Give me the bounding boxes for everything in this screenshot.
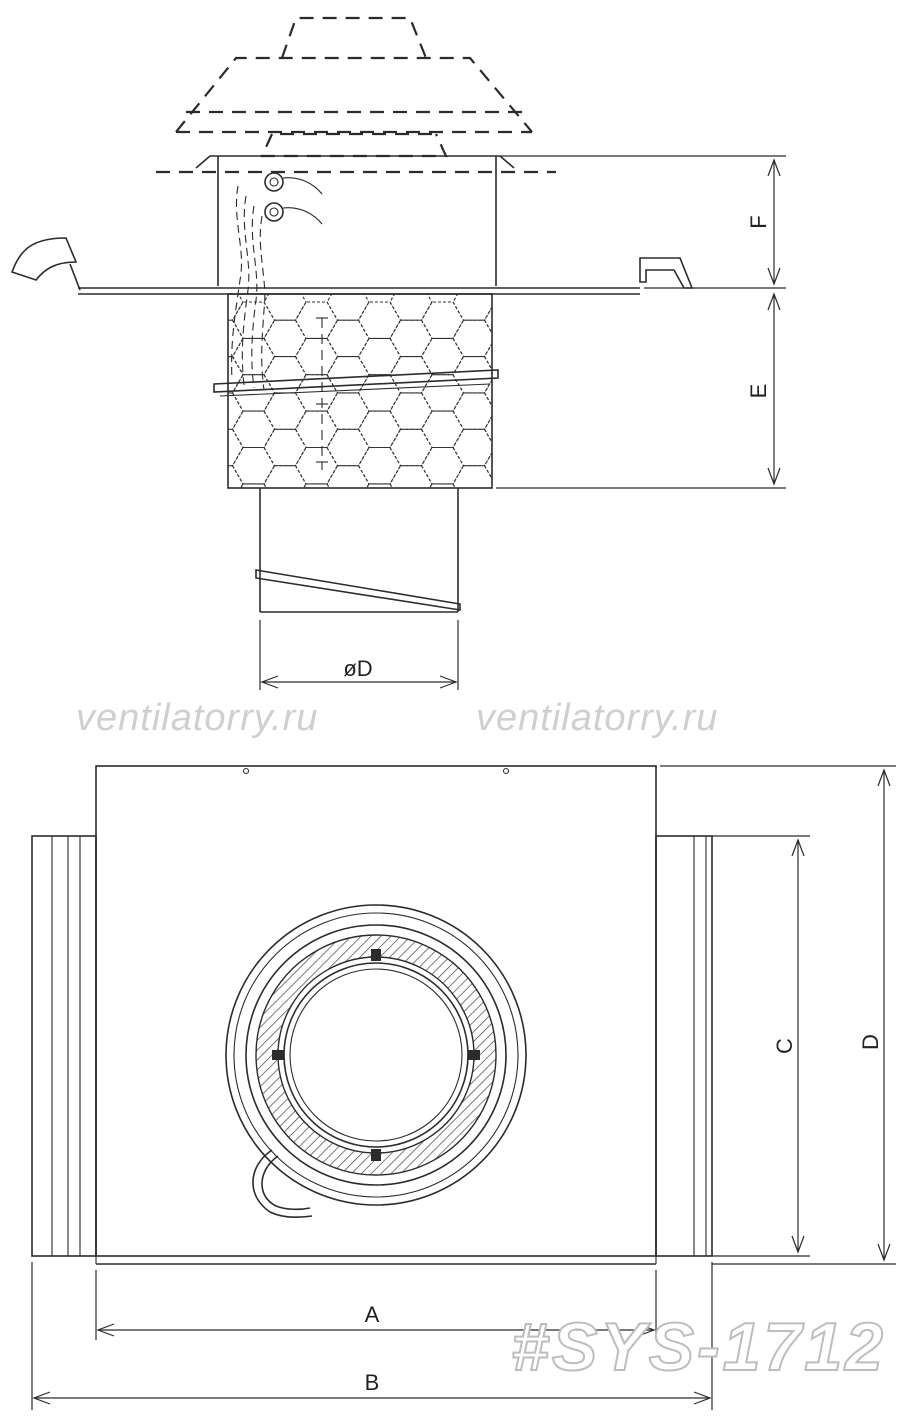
- honeycomb-cell: [294, 337, 339, 376]
- honeycomb-cell: [452, 392, 492, 430]
- mounting-flange: [10, 155, 694, 295]
- internal-wiring: [231, 185, 266, 391]
- honeycomb-cell: [263, 428, 307, 467]
- honeycomb-cell: [294, 410, 339, 449]
- honeycomb-cell: [228, 392, 244, 430]
- duct-spigot: [255, 488, 461, 613]
- honeycomb-cell: [263, 294, 307, 321]
- honeycomb-cell: [263, 465, 307, 488]
- dimension-od: [259, 620, 459, 690]
- honeycomb-cell: [231, 337, 276, 376]
- honeycomb-cell: [420, 301, 465, 339]
- honeycomb-pattern: [228, 294, 492, 488]
- honeycomb-cell: [452, 319, 492, 358]
- dimension-b: [31, 1262, 713, 1410]
- honeycomb-cell: [228, 356, 244, 394]
- honeycomb-cell: [483, 415, 492, 444]
- honeycomb-cell: [228, 294, 244, 321]
- honeycomb-cell: [420, 337, 465, 376]
- watermark: ventilatorry.ru: [76, 697, 318, 739]
- honeycomb-cell: [326, 465, 370, 488]
- label-od: øD: [343, 656, 372, 681]
- honeycomb-cell: [263, 319, 307, 358]
- honeycomb-cell: [452, 294, 492, 321]
- honeycomb-cell: [389, 319, 433, 358]
- honeycomb-cell: [389, 465, 433, 488]
- honeycomb-cell: [357, 446, 402, 485]
- honeycomb-cell: [365, 483, 394, 488]
- honeycomb-cell: [357, 301, 402, 339]
- cable-gland-icon: [264, 172, 323, 225]
- honeycomb-cell: [452, 465, 492, 488]
- honeycomb-cell: [231, 446, 276, 485]
- honeycomb-cell: [357, 374, 402, 412]
- honeycomb-cell: [228, 465, 244, 488]
- honeycomb-cell: [231, 410, 276, 449]
- honeycomb-cell: [228, 428, 244, 467]
- dimension-c: [712, 835, 810, 1257]
- honeycomb-cell: [294, 301, 339, 339]
- honeycomb-cell: [326, 392, 370, 430]
- honeycomb-cell: [357, 410, 402, 449]
- dimension-a: [95, 1270, 657, 1340]
- insulation-block: [213, 293, 499, 489]
- honeycomb-cell: [452, 428, 492, 467]
- label-f: F: [746, 215, 771, 228]
- honeycomb-cell: [326, 428, 370, 467]
- side-elevation-view: [10, 16, 786, 690]
- honeycomb-cell: [326, 319, 370, 358]
- dimension-f: [500, 155, 786, 289]
- clamp-tabs: [272, 949, 480, 1161]
- honeycomb-cell: [483, 378, 492, 408]
- left-flange: [31, 835, 97, 1257]
- circular-outlet: [225, 904, 527, 1218]
- watermark: ventilatorry.ru: [476, 697, 718, 739]
- honeycomb-cell: [357, 337, 402, 376]
- honeycomb-cell: [326, 356, 370, 394]
- honeycomb-cell: [239, 483, 268, 488]
- honeycomb-cell: [228, 319, 244, 358]
- honeycomb-cell: [231, 301, 276, 339]
- honeycomb-cell: [294, 446, 339, 485]
- dimension-d: [660, 765, 896, 1265]
- honeycomb-cell: [420, 410, 465, 449]
- label-c: C: [772, 1038, 797, 1054]
- honeycomb-cell: [389, 392, 433, 430]
- plan-view: [31, 765, 896, 1410]
- honeycomb-cell: [452, 356, 492, 394]
- honeycomb-cell: [326, 294, 370, 321]
- honeycomb-cell: [483, 306, 492, 335]
- honeycomb-cell: [491, 487, 492, 488]
- label-b: B: [365, 1370, 380, 1395]
- honeycomb-cell: [483, 451, 492, 480]
- fan-cowl-outline: [156, 16, 556, 174]
- reference-tag: #SYS-1712: [511, 1309, 886, 1385]
- honeycomb-cell: [302, 483, 331, 488]
- honeycomb-cell: [483, 342, 492, 371]
- label-a: A: [365, 1302, 380, 1327]
- right-flange: [655, 835, 713, 1257]
- honeycomb-cell: [420, 446, 465, 485]
- label-d: D: [858, 1034, 883, 1050]
- dimension-e: [496, 292, 786, 489]
- label-e: E: [746, 384, 771, 399]
- honeycomb-cell: [263, 392, 307, 430]
- honeycomb-cell: [389, 428, 433, 467]
- honeycomb-cell: [389, 294, 433, 321]
